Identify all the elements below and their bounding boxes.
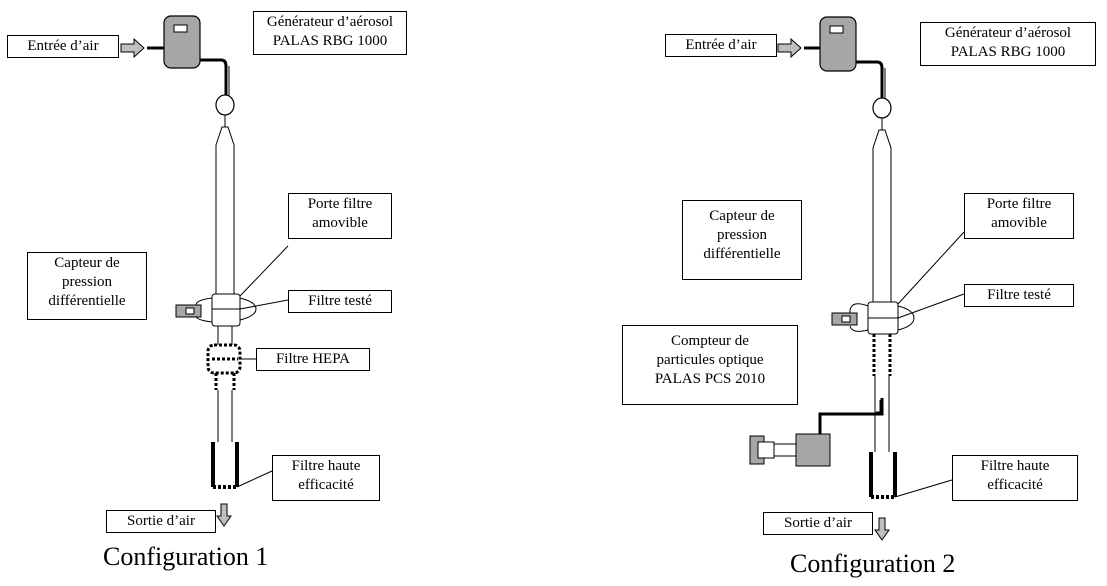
config2-holder-label: Porte filtre amovible bbox=[964, 193, 1074, 239]
config2-counter-label: Compteur de particules optique PALAS PCS… bbox=[622, 325, 798, 405]
config2-counter-line2: particules optique bbox=[656, 352, 764, 368]
config2-generator-line1: Générateur d’aérosol bbox=[944, 25, 1072, 41]
config1-hef-line1: Filtre haute bbox=[291, 458, 361, 474]
config1-outlet-arrow bbox=[216, 503, 232, 527]
config2-hef-filter bbox=[869, 452, 897, 497]
config1-apparatus bbox=[120, 15, 289, 527]
config2-hef-line1: Filtre haute bbox=[980, 458, 1050, 474]
config1-hef-label: Filtre haute efficacité bbox=[272, 455, 380, 501]
config1-caption: Configuration 1 bbox=[103, 542, 269, 571]
config2-apparatus bbox=[749, 16, 965, 541]
config1-hef-line2: efficacité bbox=[298, 477, 354, 493]
config1-tested-filter-label: Filtre testé bbox=[288, 290, 392, 313]
config2-air-outlet-label: Sortie d’air bbox=[763, 512, 873, 535]
config1-sensor-line2: pression bbox=[62, 274, 112, 290]
config2-hef-line2: efficacité bbox=[987, 477, 1043, 493]
config1-hef-filter bbox=[211, 442, 239, 487]
config2-tested-filter-label: Filtre testé bbox=[964, 284, 1074, 307]
config2-outlet-arrow bbox=[874, 517, 890, 541]
config1-air-inlet-label: Entrée d’air bbox=[7, 35, 119, 58]
config1-generator-line1: Générateur d’aérosol bbox=[266, 14, 394, 30]
config2-inlet-arrow bbox=[777, 37, 802, 59]
config2-holder-line2: amovible bbox=[991, 215, 1047, 231]
config2-caption: Configuration 2 bbox=[790, 549, 956, 578]
config2-counter-line3: PALAS PCS 2010 bbox=[654, 371, 766, 387]
config2-counter-line1: Compteur de bbox=[671, 333, 749, 349]
config1-holder-line1: Porte filtre bbox=[307, 196, 373, 212]
config1-air-outlet-label: Sortie d’air bbox=[106, 510, 216, 533]
config1-filter-holder bbox=[211, 293, 241, 327]
config1-aerosol-generator bbox=[163, 15, 201, 69]
config1-hepa-filter-label: Filtre HEPA bbox=[256, 348, 370, 371]
config1-sensor-line1: Capteur de bbox=[54, 255, 120, 271]
config2-sensor-line1: Capteur de bbox=[709, 208, 775, 224]
config1-sensor-line3: différentielle bbox=[48, 293, 126, 309]
config2-hef-label: Filtre haute efficacité bbox=[952, 455, 1078, 501]
config2-aerosol-generator bbox=[819, 16, 857, 72]
config2-sensor-label: Capteur de pression différentielle bbox=[682, 200, 802, 280]
config1-holder-line2: amovible bbox=[312, 215, 368, 231]
config1-generator-line2: PALAS RBG 1000 bbox=[272, 33, 388, 49]
config2-generator-label: Générateur d’aérosol PALAS RBG 1000 bbox=[920, 22, 1096, 66]
config2-sensor-line2: pression bbox=[717, 227, 767, 243]
config1-holder-label: Porte filtre amovible bbox=[288, 193, 392, 239]
config1-inlet-arrow bbox=[120, 37, 145, 59]
config2-air-inlet-label: Entrée d’air bbox=[665, 34, 777, 57]
config1-generator-label: Générateur d’aérosol PALAS RBG 1000 bbox=[253, 11, 407, 55]
config2-sensor-line3: différentielle bbox=[703, 246, 781, 262]
config2-holder-line1: Porte filtre bbox=[986, 196, 1052, 212]
config2-generator-line2: PALAS RBG 1000 bbox=[950, 44, 1066, 60]
config2-particle-counter bbox=[749, 433, 831, 467]
config1-sensor-label: Capteur de pression différentielle bbox=[27, 252, 147, 320]
